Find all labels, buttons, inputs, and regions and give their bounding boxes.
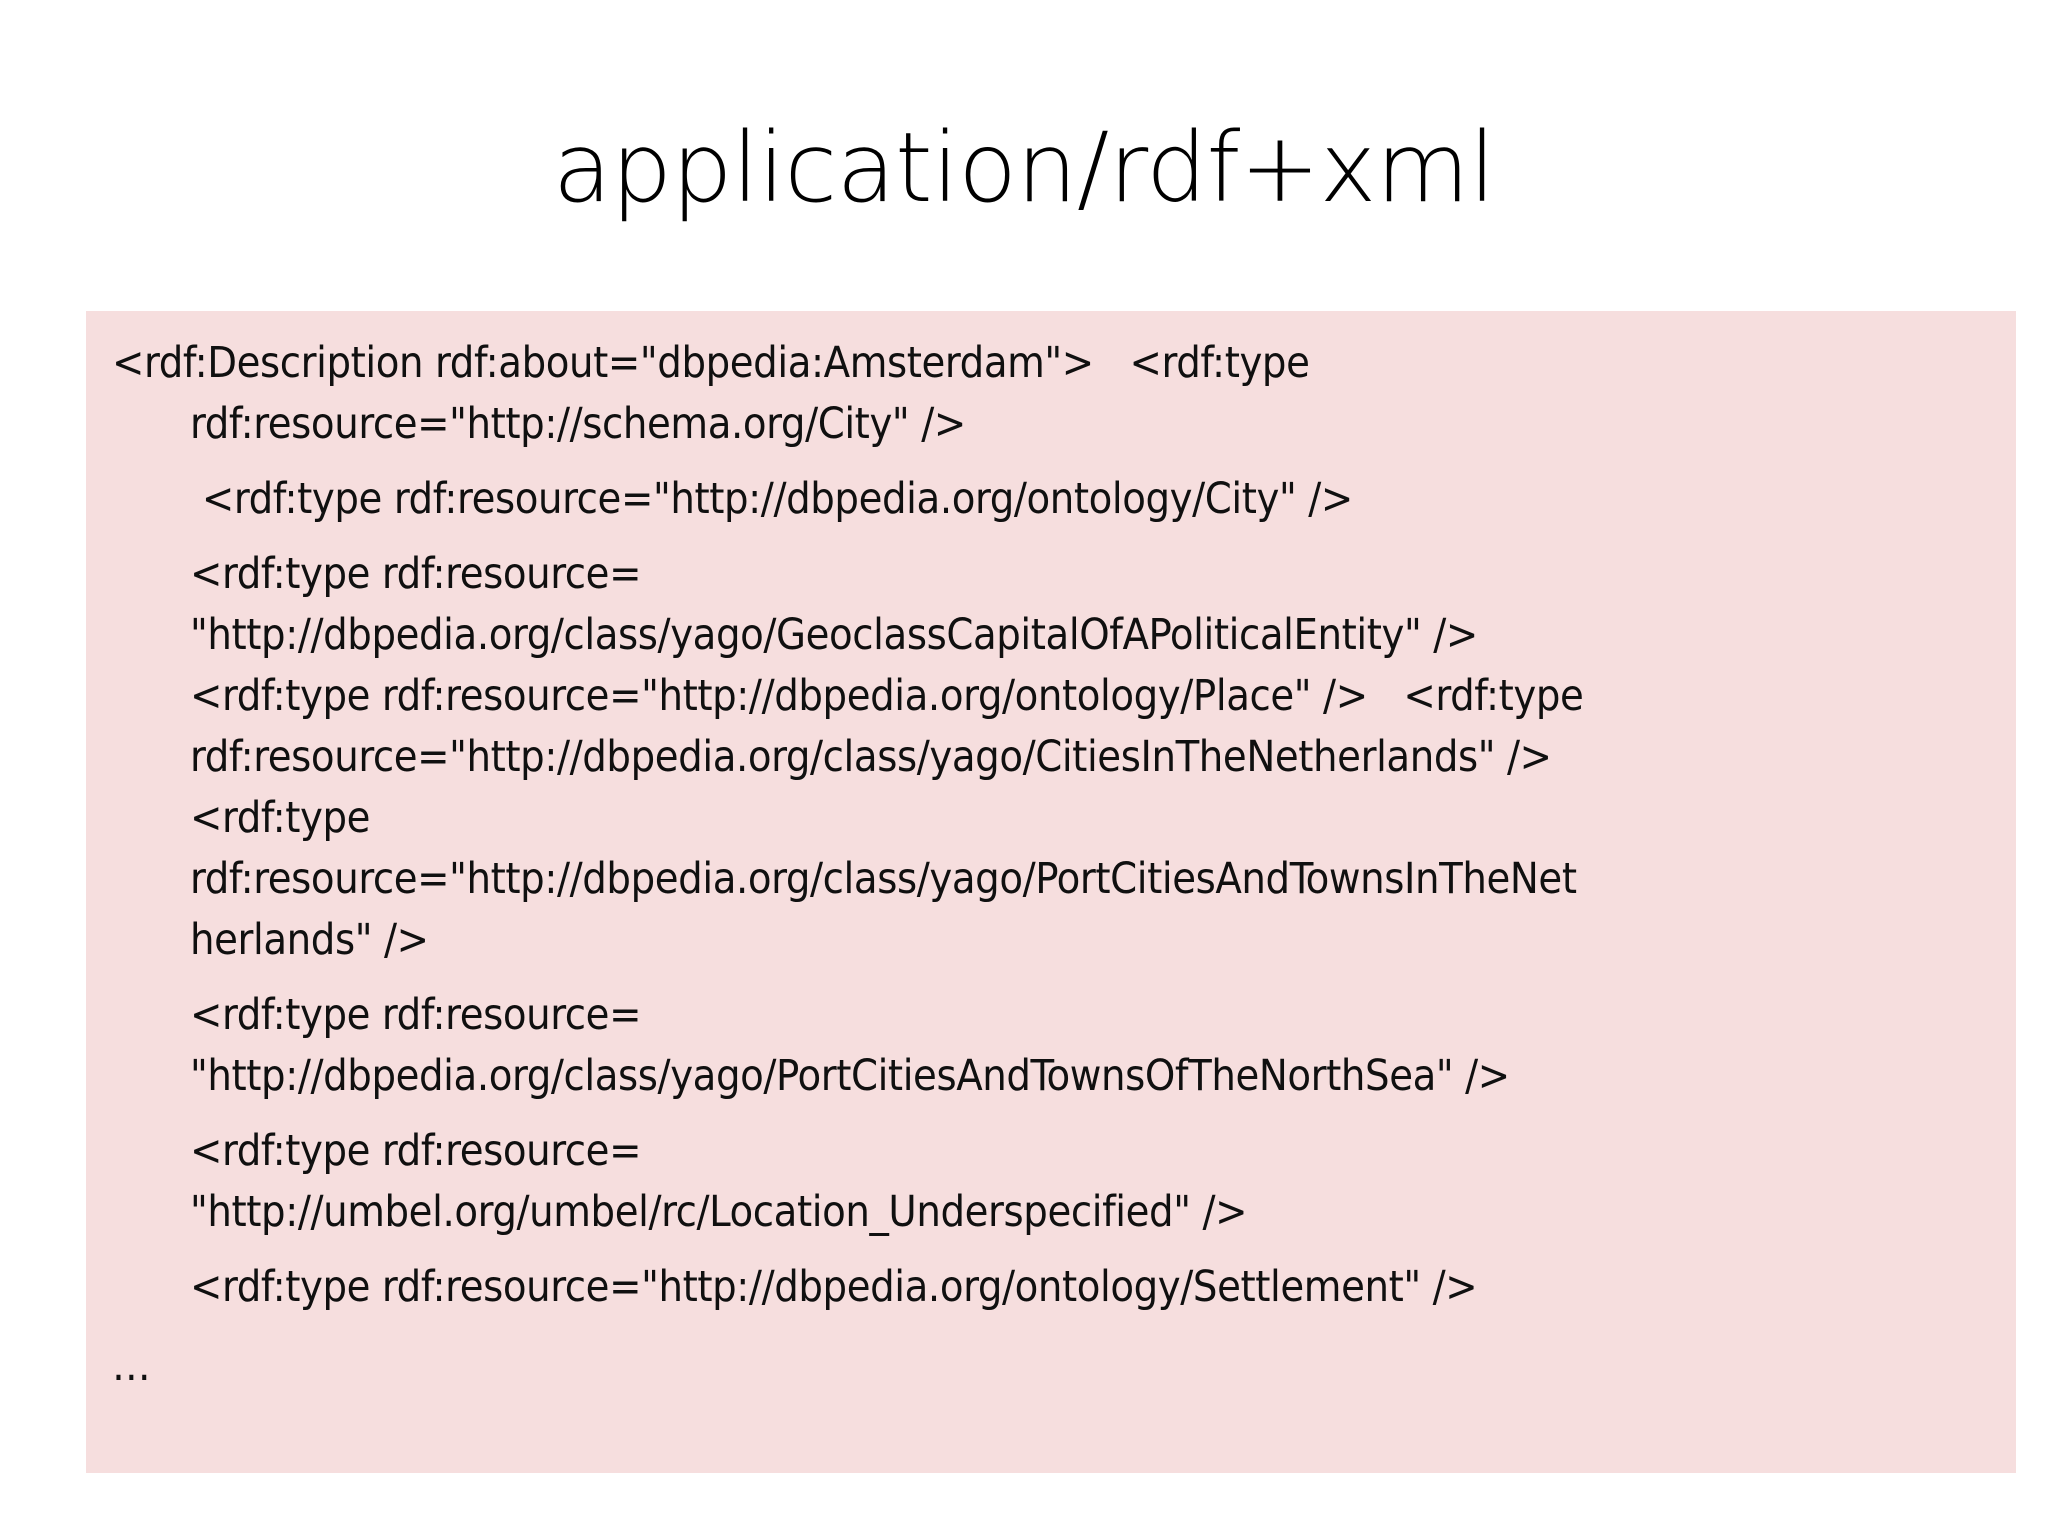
code-line: rdf:resource="http://dbpedia.org/class/y…: [190, 854, 1577, 904]
code-line: herlands" />: [190, 915, 429, 965]
code-line: <rdf:type rdf:resource=: [190, 549, 642, 599]
code-line: <rdf:type rdf:resource="http://dbpedia.o…: [190, 1262, 1478, 1312]
code-line: <rdf:Description rdf:about="dbpedia:Amst…: [112, 338, 1310, 388]
code-ellipsis: …: [112, 1341, 151, 1391]
code-lines-container: <rdf:Description rdf:about="dbpedia:Amst…: [112, 333, 1990, 1318]
code-line: "http://dbpedia.org/class/yago/GeoclassC…: [190, 610, 1478, 660]
code-line: <rdf:type rdf:resource=: [190, 1126, 642, 1176]
code-line: <rdf:type rdf:resource="http://dbpedia.o…: [190, 474, 1353, 524]
page-title: application/rdf+xml: [552, 112, 1496, 224]
code-line: rdf:resource="http://dbpedia.org/class/y…: [190, 732, 1552, 782]
rdf-code-block: <rdf:Description rdf:about="dbpedia:Amst…: [86, 311, 2016, 1473]
code-line: "http://dbpedia.org/class/yago/PortCitie…: [190, 1051, 1510, 1101]
code-line: <rdf:type rdf:resource="http://dbpedia.o…: [190, 671, 1584, 721]
code-line: "http://umbel.org/umbel/rc/Location_Unde…: [190, 1187, 1248, 1237]
code-line: <rdf:type: [190, 793, 371, 843]
code-line: <rdf:type rdf:resource=: [190, 990, 642, 1040]
code-line: rdf:resource="http://schema.org/City" />: [190, 399, 966, 449]
